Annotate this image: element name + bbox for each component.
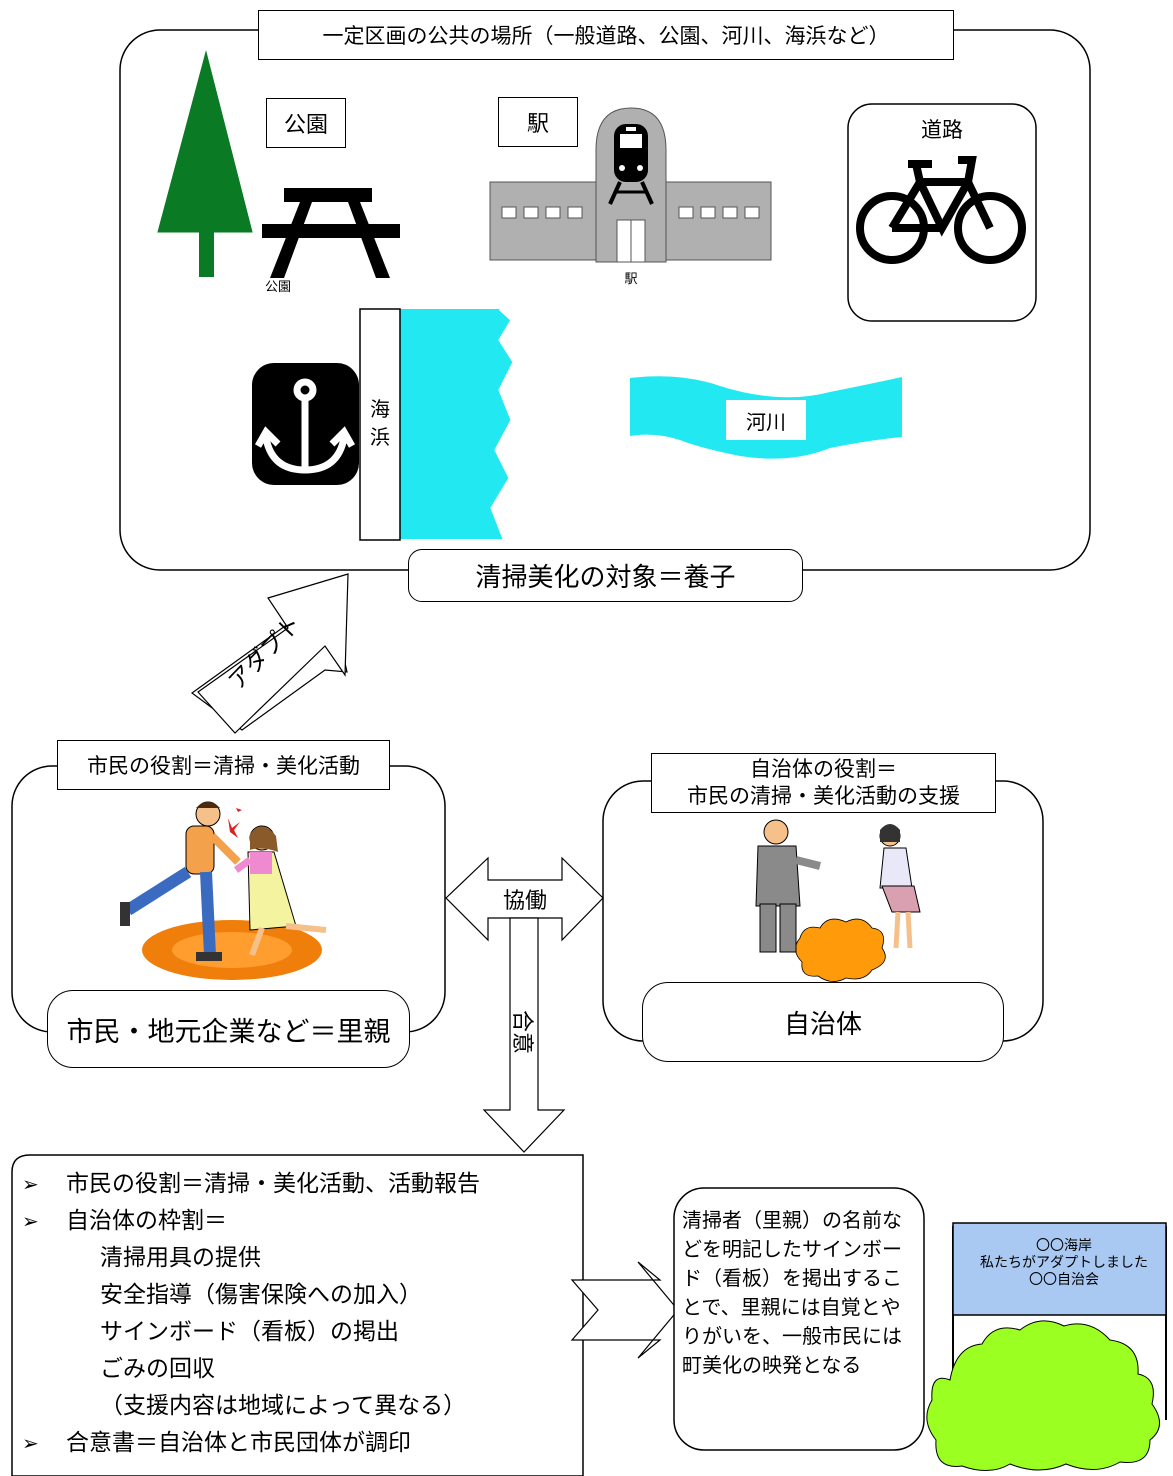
signboard-text: 〇〇海岸 私たちがアダプトしました 〇〇自治会 — [962, 1238, 1166, 1289]
agreement-label: 合意 — [509, 1009, 534, 1054]
list-subitem: サインボード（看板）の掲出 — [100, 1319, 399, 1345]
station-caption: 駅 — [624, 271, 638, 287]
bicycle-icon — [856, 156, 1026, 264]
dancing-couple-illustration — [120, 801, 327, 961]
signboard-line1: 〇〇海岸 — [1036, 1238, 1092, 1254]
beach-label: 海 浜 — [370, 397, 390, 449]
bush — [926, 1320, 1160, 1471]
citizen-role-header: 市民の役割＝清掃・美化活動 — [57, 740, 390, 790]
list-subitem: 清掃用具の提供 — [100, 1245, 261, 1271]
agreement-arrow — [482, 917, 566, 1153]
road-sign-frame — [847, 103, 1037, 322]
road-label: 道路 — [921, 118, 963, 142]
collaboration-label: 協働 — [502, 889, 547, 914]
station-icon — [489, 107, 772, 263]
signboard-line3: 〇〇自治会 — [1029, 1272, 1099, 1288]
collaboration-arrow — [445, 856, 604, 942]
tree-icon — [157, 50, 253, 277]
bullet-box — [11, 1154, 584, 1476]
station-label: 駅 — [498, 97, 578, 147]
list-subitem: ごみの回収 — [100, 1356, 215, 1382]
government-role-header-line2: 市民の清掃・美化活動の支援 — [687, 784, 960, 808]
anchor-icon — [254, 378, 356, 474]
bullet-marker: ➢ — [22, 1209, 39, 1233]
signboard-illustration — [926, 1222, 1167, 1471]
list-item: ➢ 自治体の枠割＝ — [22, 1203, 480, 1240]
bullet-marker: ➢ — [22, 1172, 39, 1196]
public-space-header: 一定区画の公共の場所（一般道路、公園、河川、海浜など） — [258, 10, 954, 60]
list-item: ➢ 市民の役割＝清掃・美化活動、活動報告 — [22, 1166, 480, 1203]
train-icon — [608, 124, 654, 205]
picnic-table-icon — [262, 188, 400, 278]
government-role-header: 自治体の役割＝ 市民の清掃・美化活動の支援 — [651, 753, 996, 813]
park-caption: 公園 — [264, 279, 291, 295]
government-footer-label: 自治体 — [642, 982, 1004, 1062]
bullet-marker: ➢ — [22, 1431, 39, 1455]
officials-illustration — [755, 819, 921, 982]
list-item: ➢ 合意書＝自治体と市民団体が調印 — [22, 1425, 480, 1462]
government-role-header-line1: 自治体の役割＝ — [750, 757, 897, 781]
role-summary-list: ➢ 市民の役割＝清掃・美化活動、活動報告 ➢ 自治体の枠割＝ 清掃用具の提供 安全指… — [22, 1166, 480, 1462]
citizen-footer-label: 市民・地元企業など＝里親 — [47, 990, 410, 1068]
note-box — [673, 1187, 925, 1451]
adoption-target-label: 清掃美化の対象＝養子 — [408, 549, 803, 602]
citizen-role-text: 市民の役割＝清掃・美化活動、活動報告 — [66, 1171, 480, 1197]
list-subitem: 安全指導（傷害保険への加入） — [100, 1282, 422, 1308]
agreement-text: 合意書＝自治体と市民団体が調印 — [66, 1430, 411, 1456]
signboard-note: 清掃者（里親）の名前などを明記したサインボード（看板）を掲出することで、里親には… — [682, 1208, 902, 1377]
list-subitem: （支援内容は地域によって異なる） — [100, 1393, 467, 1419]
signboard-line2: 私たちがアダプトしました — [980, 1255, 1148, 1271]
park-label: 公園 — [266, 98, 346, 148]
government-role-text: 自治体の枠割＝ — [66, 1208, 227, 1234]
result-arrow — [570, 1261, 679, 1359]
river-label: 河川 — [726, 400, 806, 440]
